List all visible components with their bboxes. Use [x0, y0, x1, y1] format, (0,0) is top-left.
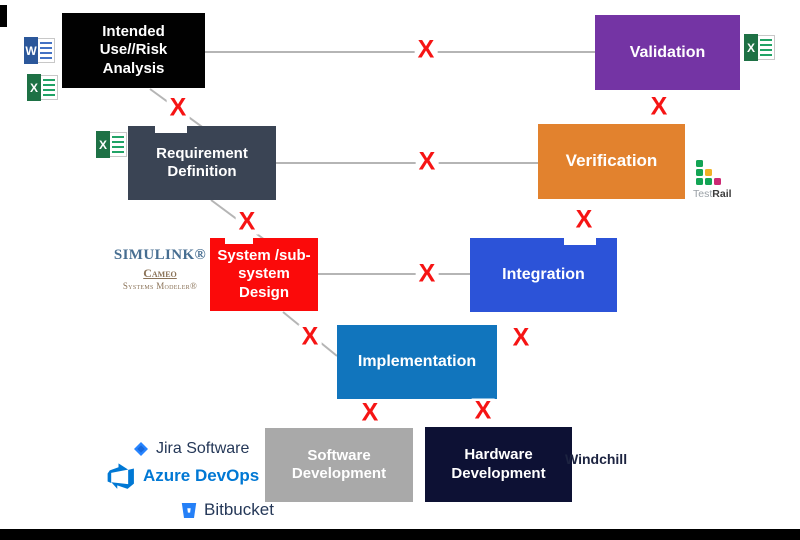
testrail-logo: TestRail — [693, 160, 737, 200]
box-hardware-development: Hardware Development — [425, 427, 572, 502]
box-label: Requirement Definition — [156, 144, 248, 180]
bottom-frame-bar — [0, 529, 800, 540]
box-system-subsystem-design: System /sub-system Design — [210, 238, 318, 311]
ms-word-icon: W — [24, 37, 55, 64]
box-software-development: Software Development — [265, 428, 413, 502]
x-mark-verification-integration: X — [572, 207, 596, 233]
notch-requirement-definition — [155, 126, 187, 133]
box-label: System /sub-system Design — [217, 247, 311, 301]
box-label: Software Development — [291, 446, 387, 482]
x-mark-implementation-hardware: X — [471, 398, 495, 424]
bitbucket-icon — [181, 502, 197, 518]
word-page — [35, 38, 55, 63]
azure-devops-icon — [107, 463, 134, 489]
box-intended-use-risk-analysis: Intended Use//Risk Analysis — [62, 13, 205, 88]
x-mark-risk-validation: X — [414, 37, 438, 63]
box-label: Implementation — [357, 353, 477, 371]
x-mark-design-implementation: X — [298, 324, 322, 350]
top-left-frame-notch — [0, 5, 7, 27]
simulink-logo: SIMULINK® — [113, 247, 207, 263]
x-mark-requirements-design: X — [235, 209, 259, 235]
azure-devops-logo: Azure DevOps — [106, 462, 259, 490]
excel-page — [755, 35, 775, 60]
excel-letter: X — [96, 131, 110, 158]
excel-letter: X — [744, 34, 758, 61]
ms-excel-icon-requirements: X — [96, 131, 127, 158]
x-mark-validation-verification: X — [647, 94, 671, 120]
testrail-test: Test — [693, 188, 713, 200]
azure-devops-label: Azure DevOps — [143, 466, 260, 485]
testrail-bars-icon — [696, 160, 721, 185]
notch-integration — [564, 238, 596, 245]
bitbucket-logo: Bitbucket — [181, 500, 274, 520]
excel-page — [38, 75, 58, 100]
windchill-logo: Windchill — [565, 451, 628, 467]
box-label: Verification — [565, 151, 658, 171]
cameo-logo-line1: Cameo — [143, 266, 177, 280]
bitbucket-label: Bitbucket — [204, 500, 274, 519]
ms-excel-icon-validation: X — [744, 34, 775, 61]
box-label: Validation — [629, 43, 706, 61]
notch-system-design — [225, 238, 253, 244]
ms-excel-icon-risk: X — [27, 74, 58, 101]
box-integration: Integration — [470, 238, 617, 312]
word-letter: W — [24, 37, 38, 64]
box-label: Intended Use//Risk Analysis — [99, 23, 168, 77]
box-requirement-definition: Requirement Definition — [128, 126, 276, 200]
x-mark-integration-implementation: X — [509, 325, 533, 351]
jira-software-logo: Jira Software — [134, 440, 249, 458]
jira-label: Jira Software — [156, 440, 250, 457]
box-verification: Verification — [538, 124, 685, 199]
box-label: Hardware Development — [451, 446, 546, 482]
testrail-rail: Rail — [712, 188, 732, 200]
simulink-cameo-logos: SIMULINK® Cameo Systems Modeler® — [108, 247, 212, 291]
cameo-logo-line2: Systems Modeler® — [122, 281, 198, 291]
box-label: Integration — [502, 266, 585, 284]
x-mark-requirements-verification: X — [415, 149, 439, 175]
excel-letter: X — [27, 74, 41, 101]
excel-page — [107, 132, 127, 157]
x-mark-design-integration: X — [415, 261, 439, 287]
testrail-wordmark: TestRail — [693, 188, 737, 200]
jira-icon — [134, 442, 148, 456]
x-mark-implementation-software: X — [358, 400, 382, 426]
box-implementation: Implementation — [337, 325, 497, 399]
x-mark-risk-requirements: X — [166, 95, 190, 121]
box-validation: Validation — [595, 15, 740, 90]
